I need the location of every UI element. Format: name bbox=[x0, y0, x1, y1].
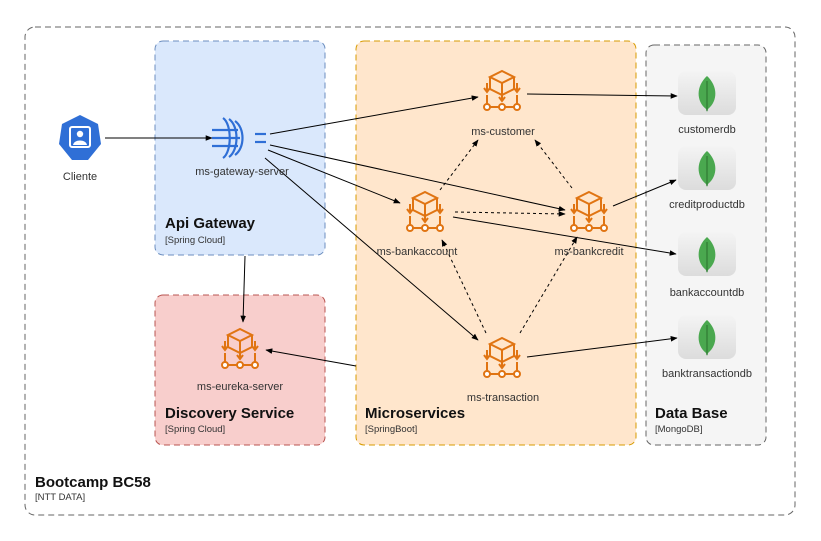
edge-micro-eureka bbox=[265, 348, 357, 367]
mongodb-icon bbox=[677, 231, 737, 277]
bankcredit-node[interactable]: ms-bankcredit bbox=[554, 191, 624, 258]
transaction-label: ms-transaction bbox=[467, 392, 539, 404]
edge-gateway-bankaccount bbox=[267, 149, 401, 204]
edge-gateway-bankcredit bbox=[269, 144, 566, 212]
api-gateway-icon bbox=[212, 117, 266, 159]
edge-bankaccount-bankcredit bbox=[454, 211, 566, 217]
mongodb-icon bbox=[677, 145, 737, 191]
edge-customer-customerdb bbox=[526, 93, 678, 99]
database-subtitle: [MongoDB] bbox=[655, 424, 703, 435]
bankaccountdb-node[interactable]: bankaccountdb bbox=[670, 231, 745, 299]
bankaccountdb-label: bankaccountdb bbox=[670, 287, 745, 299]
user-icon bbox=[59, 115, 101, 160]
edge-bankcredit-customer bbox=[534, 139, 573, 189]
dashed-edges bbox=[439, 139, 578, 334]
mongodb-icon bbox=[677, 70, 737, 116]
cliente-label: Cliente bbox=[63, 171, 97, 183]
edge-transaction-bankaccount bbox=[441, 239, 487, 334]
discovery-service-title: Discovery Service bbox=[165, 405, 294, 422]
discovery-service-subtitle: [Spring Cloud] bbox=[165, 424, 225, 435]
edge-gateway-transaction bbox=[264, 157, 479, 341]
edge-transaction-banktransactiondb bbox=[526, 336, 678, 358]
creditproductdb-label: creditproductdb bbox=[669, 199, 745, 211]
discovery-service-group: Discovery Service [Spring Cloud] bbox=[154, 294, 326, 446]
microservices-title: Microservices bbox=[365, 405, 465, 422]
customerdb-node[interactable]: customerdb bbox=[677, 70, 737, 136]
banktransactiondb-node[interactable]: banktransactiondb bbox=[662, 314, 752, 380]
edge-gateway-customer bbox=[269, 95, 479, 135]
bankaccount-node[interactable]: ms-bankaccount bbox=[377, 191, 458, 258]
cliente-node[interactable]: Cliente bbox=[59, 115, 101, 183]
edge-gateway-eureka bbox=[240, 255, 246, 323]
edge-bankaccount-customer bbox=[439, 139, 479, 191]
customer-node[interactable]: ms-customer bbox=[471, 70, 535, 138]
banktransactiondb-label: banktransactiondb bbox=[662, 368, 752, 380]
outer-title: Bootcamp BC58 bbox=[35, 474, 151, 491]
api-gateway-subtitle: [Spring Cloud] bbox=[165, 235, 225, 246]
gateway-server-label: ms-gateway-server bbox=[195, 166, 289, 178]
api-gateway-title: Api Gateway bbox=[165, 215, 256, 232]
creditproductdb-node[interactable]: creditproductdb bbox=[669, 145, 745, 211]
database-title: Data Base bbox=[655, 405, 728, 422]
transaction-node[interactable]: ms-transaction bbox=[467, 337, 539, 404]
bankcredit-label: ms-bankcredit bbox=[554, 246, 623, 258]
outer-subtitle: [NTT DATA] bbox=[35, 492, 85, 503]
edge-bankcredit-creditproductdb bbox=[612, 179, 677, 207]
eureka-server-node[interactable]: ms-eureka-server bbox=[197, 328, 284, 393]
mongodb-icon bbox=[677, 314, 737, 360]
microservices-group: Microservices [SpringBoot] bbox=[355, 40, 637, 446]
customerdb-label: customerdb bbox=[678, 124, 735, 136]
gateway-server-node[interactable]: ms-gateway-server bbox=[195, 117, 289, 178]
bankaccount-label: ms-bankaccount bbox=[377, 246, 458, 258]
edge-transaction-bankcredit bbox=[519, 236, 578, 334]
customer-label: ms-customer bbox=[471, 126, 535, 138]
microservices-subtitle: [SpringBoot] bbox=[365, 424, 417, 435]
eureka-server-label: ms-eureka-server bbox=[197, 381, 284, 393]
edge-bankaccount-bankaccountdb bbox=[452, 216, 677, 256]
edges bbox=[105, 93, 678, 367]
